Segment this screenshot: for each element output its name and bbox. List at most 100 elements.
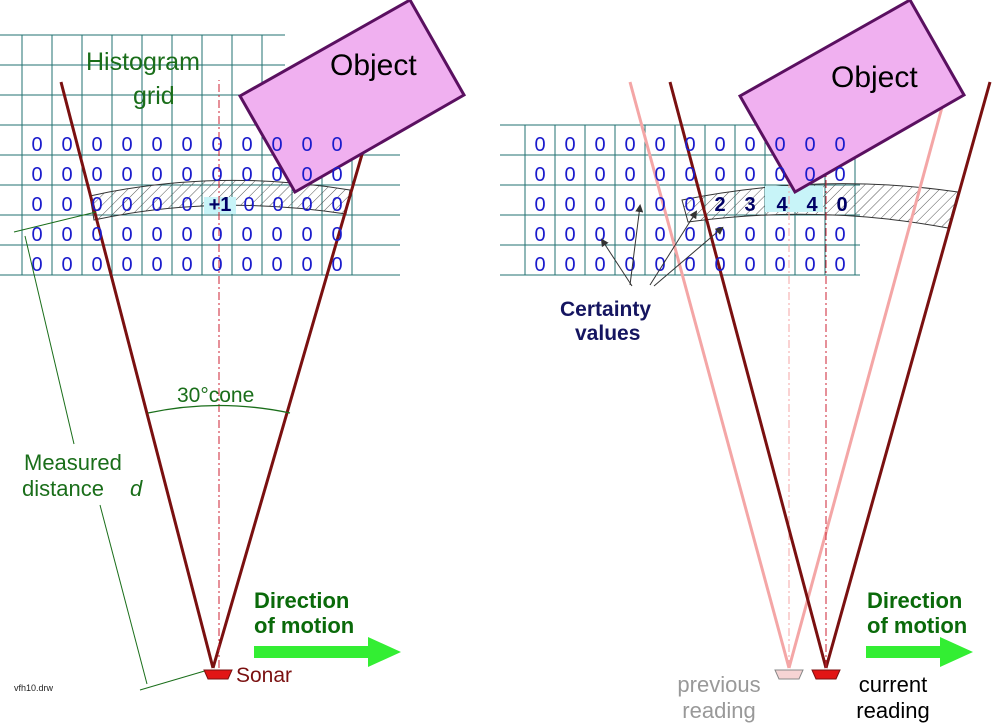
left-cell: 0 — [91, 164, 102, 186]
right-object-label: Object — [831, 61, 918, 94]
current-reading-line1: current — [859, 672, 927, 697]
right-cell: 0 — [684, 164, 695, 186]
right-cell-certainty: 4 — [776, 194, 788, 216]
left-cell: 0 — [181, 254, 192, 276]
right-cell: 0 — [714, 134, 725, 156]
left-sonar-label: Sonar — [236, 664, 292, 687]
right-cell: 0 — [804, 164, 815, 186]
right-cell: 0 — [714, 254, 725, 276]
left-cell: 0 — [211, 164, 222, 186]
right-cell: 0 — [834, 224, 845, 246]
right-cell: 0 — [744, 224, 755, 246]
certainty-values-line2: values — [575, 322, 640, 345]
left-cell: 0 — [271, 254, 282, 276]
left-cell: 0 — [61, 224, 72, 246]
left-cell: 0 — [331, 134, 342, 156]
right-cell: 0 — [684, 194, 695, 216]
previous-beam-left-edge — [628, 81, 791, 669]
left-cell: 0 — [121, 134, 132, 156]
right-cell-certainty: 4 — [806, 194, 818, 216]
left-cell: 0 — [31, 194, 42, 216]
left-cell-values: 0 0 0 0 0 0 0 0 0 0 0 0 0 0 0 0 0 0 0 0 … — [31, 134, 342, 276]
previous-reading-line1: previous — [677, 672, 760, 697]
left-cell: 0 — [241, 164, 252, 186]
left-cell: 0 — [61, 164, 72, 186]
certainty-pointer-arrows — [600, 204, 724, 287]
left-direction-arrow — [254, 637, 401, 667]
current-beam-left-edge — [668, 81, 828, 669]
right-cell: 0 — [564, 224, 575, 246]
left-cell: 0 — [211, 254, 222, 276]
right-cell: 0 — [654, 224, 665, 246]
left-cell: 0 — [31, 164, 42, 186]
file-label: vfh10.drw — [14, 683, 54, 693]
right-cell: 0 — [594, 134, 605, 156]
right-cell-certainty: 2 — [714, 194, 725, 216]
cone-angle-arc — [147, 404, 291, 414]
distance-extension-top — [13, 211, 97, 233]
right-cell-certainty: 3 — [744, 194, 755, 216]
right-cell: 0 — [534, 134, 545, 156]
left-cell: 0 — [61, 194, 72, 216]
right-panel: Object 0 0 0 0 0 0 0 0 0 0 0 0 0 0 0 0 0… — [500, 0, 992, 723]
right-cell: 0 — [804, 134, 815, 156]
right-cell: 0 — [594, 254, 605, 276]
left-cell: 0 — [181, 134, 192, 156]
right-cell: 0 — [624, 224, 635, 246]
left-cell: 0 — [91, 254, 102, 276]
right-cell: 0 — [714, 164, 725, 186]
left-beam-left-edge — [59, 81, 215, 669]
right-cell: 0 — [654, 134, 665, 156]
left-cell-plus-one: +1 — [209, 194, 232, 216]
left-beam-right-edge — [211, 81, 385, 669]
right-cell: 0 — [804, 224, 815, 246]
left-cell: 0 — [243, 194, 254, 216]
right-cell: 0 — [834, 254, 845, 276]
distance-dimension-line-lower — [99, 504, 148, 685]
left-object — [237, 0, 467, 195]
left-cell: 0 — [151, 254, 162, 276]
right-cell: 0 — [744, 254, 755, 276]
right-direction-line1: Direction — [867, 588, 962, 613]
left-cell: 0 — [181, 164, 192, 186]
right-cell: 0 — [774, 224, 785, 246]
right-cell: 0 — [774, 134, 785, 156]
left-direction-line2: of motion — [254, 613, 354, 638]
right-cell-values: 0 0 0 0 0 0 0 0 0 0 0 0 0 0 0 0 0 0 0 0 … — [534, 134, 847, 276]
right-cell: 0 — [654, 254, 665, 276]
right-cell: 0 — [714, 224, 725, 246]
right-cell: 0 — [834, 134, 845, 156]
right-cell: 0 — [534, 164, 545, 186]
measured-distance-variable: d — [130, 476, 143, 501]
left-cell: 0 — [121, 254, 132, 276]
current-beam-right-edge — [824, 81, 992, 669]
left-cell: 0 — [301, 134, 312, 156]
right-cell: 0 — [624, 164, 635, 186]
right-cell: 0 — [684, 224, 695, 246]
measured-distance-line1: Measured — [24, 450, 122, 475]
right-cell: 0 — [594, 224, 605, 246]
right-cell: 0 — [564, 134, 575, 156]
left-cell: 0 — [151, 164, 162, 186]
left-cell: 0 — [31, 254, 42, 276]
right-cell: 0 — [624, 254, 635, 276]
right-cell: 0 — [654, 164, 665, 186]
right-cell: 0 — [564, 254, 575, 276]
left-direction-line1: Direction — [254, 588, 349, 613]
left-cell: 0 — [121, 194, 132, 216]
left-cell: 0 — [31, 224, 42, 246]
left-cell: 0 — [241, 224, 252, 246]
distance-extension-bottom — [139, 669, 209, 691]
left-cell: 0 — [241, 254, 252, 276]
right-cell: 0 — [534, 224, 545, 246]
right-cell: 0 — [534, 194, 545, 216]
right-cell: 0 — [774, 254, 785, 276]
left-cell: 0 — [272, 194, 283, 216]
left-object-label: Object — [330, 49, 417, 82]
left-cell: 0 — [31, 134, 42, 156]
previous-reading-line2: reading — [682, 698, 755, 723]
right-cell: 0 — [774, 164, 785, 186]
left-cell: 0 — [181, 194, 192, 216]
left-cell: 0 — [331, 194, 342, 216]
